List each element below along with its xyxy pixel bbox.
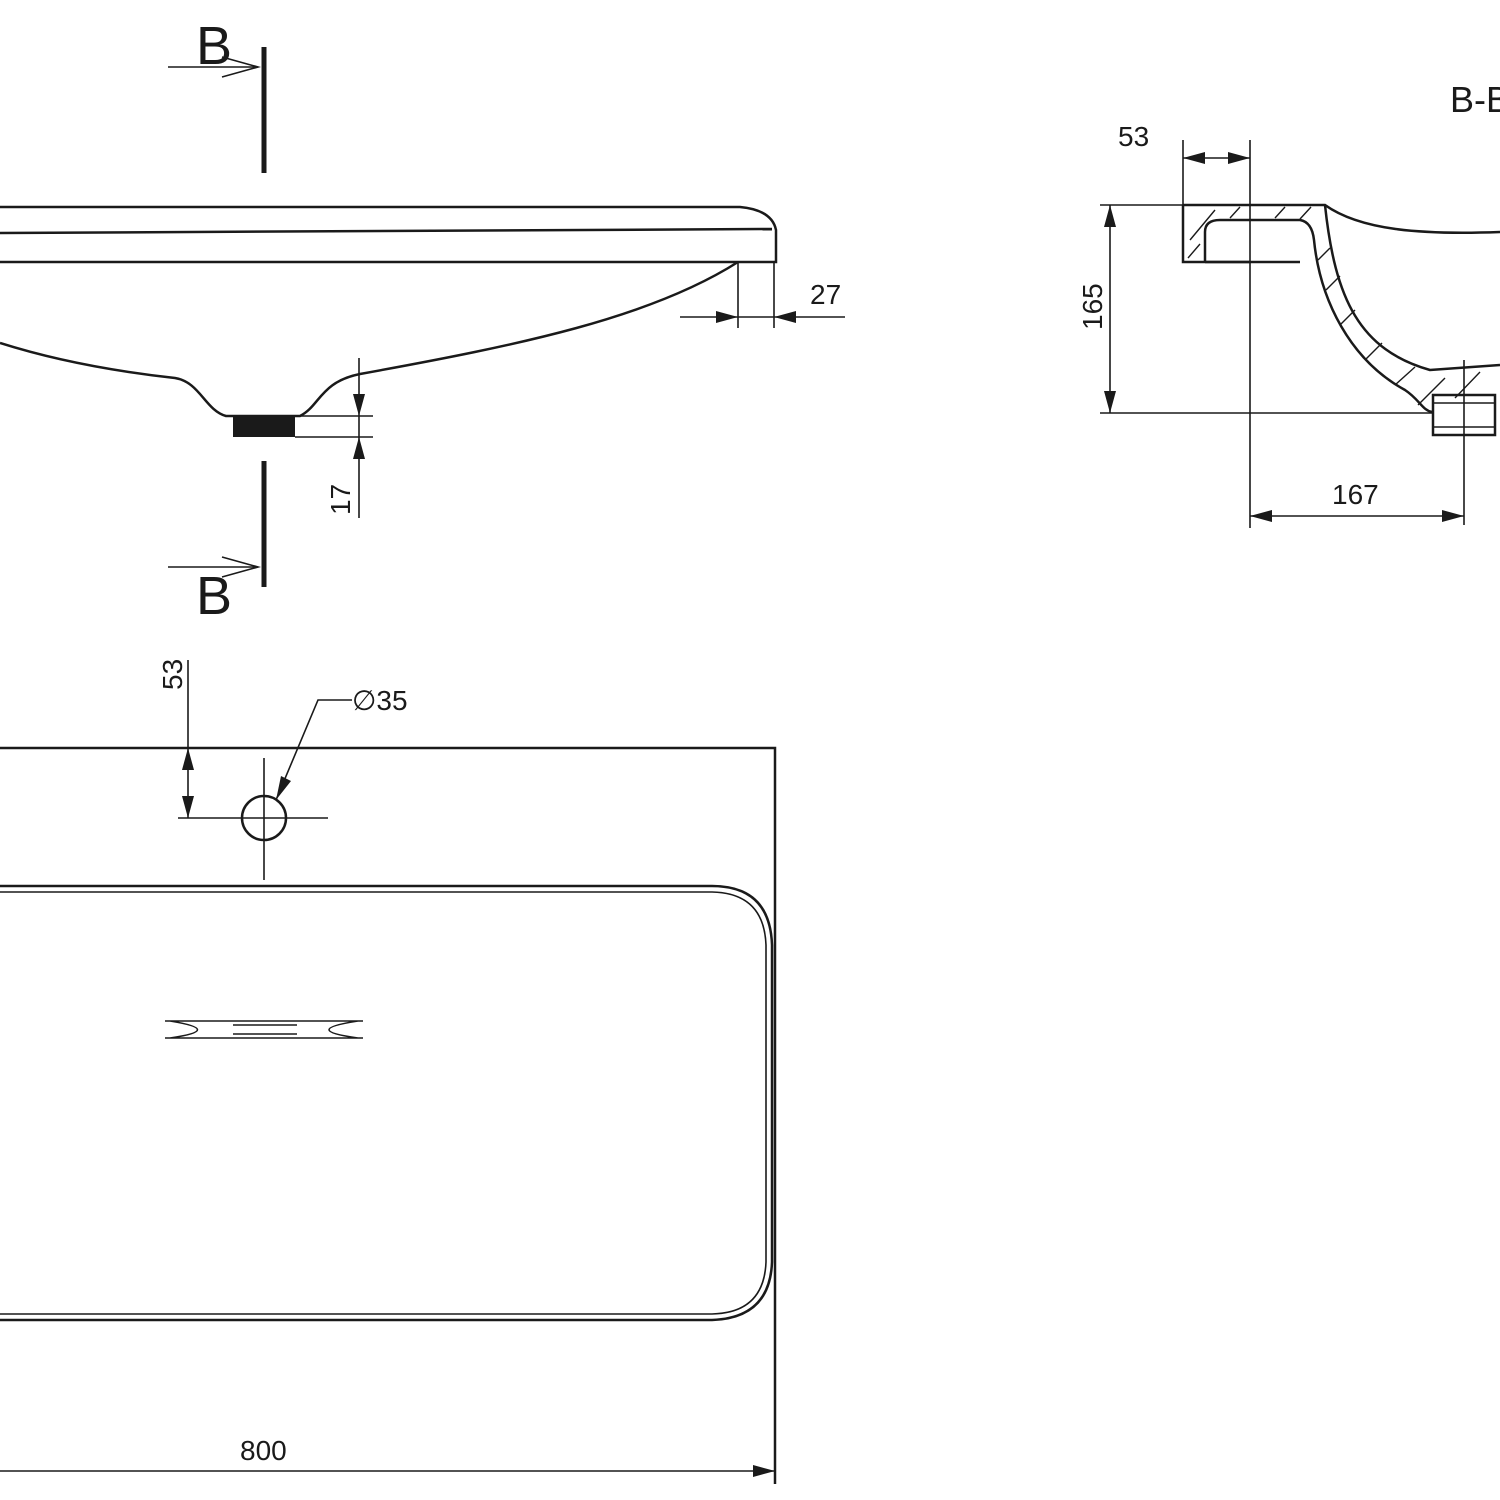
overflow-slot — [165, 1020, 363, 1039]
section-top-surface — [1183, 203, 1500, 235]
dim-167-arrow-right — [1442, 510, 1464, 522]
basin-outline-inner — [0, 891, 767, 1315]
section-view: B-B 53 — [1077, 79, 1500, 528]
bowl-underside — [0, 260, 739, 418]
dim-53-top-arrow-upper — [182, 748, 194, 770]
dim-53-sec-arrow-right — [1228, 152, 1250, 164]
section-inner-profile — [1203, 218, 1433, 414]
top-outline — [0, 746, 777, 1484]
dim-167-arrow-left — [1250, 510, 1272, 522]
dim-800-label: 800 — [240, 1435, 287, 1466]
section-arrow-head-bottom — [221, 556, 261, 578]
section-arrow-head-top — [221, 56, 261, 78]
section-front-lip — [1181, 205, 1250, 264]
dim-27-arrow-left — [716, 311, 738, 323]
dim-165-arrow-top — [1104, 205, 1116, 227]
dim-53-top-label: 53 — [157, 659, 188, 690]
section-bowl-inner — [1323, 204, 1500, 372]
front-view: B 27 17 B — [0, 16, 845, 626]
dim-800-arrow — [753, 1465, 775, 1477]
section-label-bottom: B — [196, 566, 232, 626]
dim-53-sec-label: 53 — [1118, 121, 1149, 152]
dim-17-label: 17 — [325, 484, 356, 515]
section-label-top: B — [196, 16, 232, 76]
dim-27-arrow-right — [774, 311, 796, 323]
dim-17-arrow-bottom — [353, 437, 365, 459]
section-view-title: B-B — [1450, 79, 1500, 120]
dim-diameter-leader — [275, 699, 352, 801]
top-view: 53 ∅35 800 — [0, 659, 777, 1484]
basin-rim-inner-line — [0, 227, 773, 235]
dim-17-arrow-top — [353, 394, 365, 416]
dim-27-label: 27 — [810, 279, 841, 310]
dim-53-top-arrow-lower — [182, 796, 194, 818]
dim-diameter-label: ∅35 — [352, 685, 408, 716]
dim-53-sec-arrow-left — [1183, 152, 1205, 164]
basin-rim — [0, 205, 778, 264]
dim-167-label: 167 — [1332, 479, 1379, 510]
dim-165-label: 165 — [1077, 283, 1108, 330]
basin-outline-outer — [0, 884, 774, 1322]
drain-outlet — [233, 416, 295, 437]
dim-165-arrow-bottom — [1104, 391, 1116, 413]
section-hatching — [1187, 206, 1481, 406]
dim-diameter-arrow — [276, 776, 291, 800]
